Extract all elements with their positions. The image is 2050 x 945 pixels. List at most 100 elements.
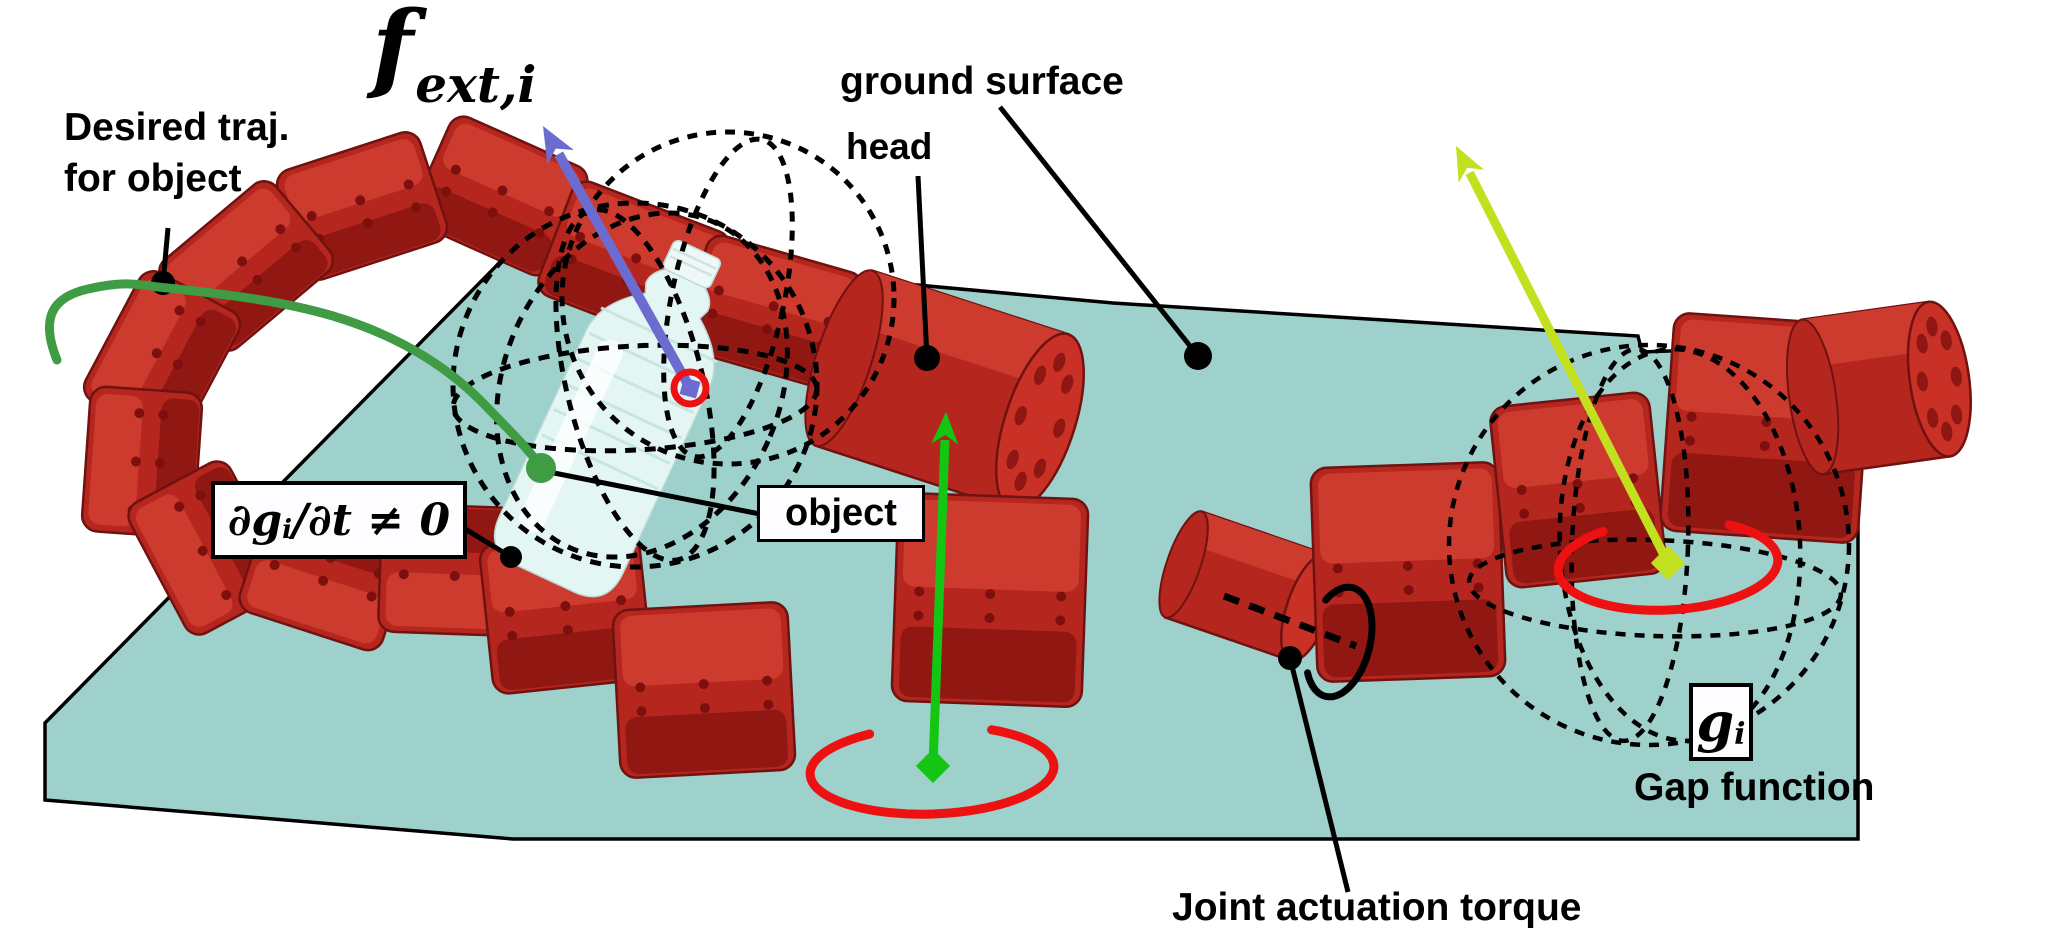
module-hole xyxy=(707,308,718,319)
module-top-face xyxy=(135,494,233,627)
joint-actuation-torque-label: Joint actuation torque xyxy=(1172,886,1582,929)
contact-point-square xyxy=(679,377,701,399)
external-force-arrow-shaft xyxy=(554,151,695,391)
module-hole xyxy=(562,624,573,635)
module-hole xyxy=(275,224,286,235)
cylinder-back-cap xyxy=(1786,318,1840,476)
object-contact-sphere xyxy=(450,200,820,570)
module-hole xyxy=(698,679,709,690)
module-hole xyxy=(762,324,773,335)
module-hole xyxy=(507,630,518,641)
module-hole xyxy=(914,586,925,597)
gap-normal-arrow-head xyxy=(1456,146,1485,183)
module-side-face xyxy=(898,626,1077,703)
cap-hole xyxy=(1033,365,1047,385)
module-hole xyxy=(560,601,571,612)
object-label-box: object xyxy=(757,485,925,542)
gap-normal-arrow xyxy=(1456,146,1686,581)
module-hole xyxy=(195,316,206,327)
robot-module-cylinder xyxy=(804,269,1085,512)
bottle-cap-thread xyxy=(672,247,717,271)
desired-trajectory-label-line2: for object xyxy=(64,157,242,201)
external-force-subscript: ext,i xyxy=(415,55,537,114)
module-side-face xyxy=(1509,508,1659,584)
module-hole xyxy=(713,285,724,296)
head-contact-sphere-wire xyxy=(559,129,897,467)
module-hole xyxy=(635,682,646,693)
cap-hole xyxy=(1940,330,1952,351)
cap-hole xyxy=(1053,352,1066,372)
module-hole xyxy=(318,575,329,586)
module-hole xyxy=(411,202,422,213)
module-hole xyxy=(366,591,377,602)
module-hole xyxy=(1402,561,1413,572)
module-side-face xyxy=(418,187,552,272)
module-hole xyxy=(1519,508,1530,519)
joint-axis-dashed-line xyxy=(1222,592,1358,650)
rotation-arc-mid xyxy=(805,725,1059,819)
contact-point-ring xyxy=(670,368,710,408)
module-hole xyxy=(449,570,460,581)
module-hole xyxy=(1684,435,1695,446)
external-force-arrow xyxy=(543,126,695,391)
cap-hole xyxy=(1916,371,1929,392)
module-side-face xyxy=(305,203,441,277)
module-hole xyxy=(174,305,185,316)
cap-hole xyxy=(1033,458,1046,478)
cap-hole xyxy=(1916,333,1928,354)
module-top-face xyxy=(166,188,291,302)
gap-rate-g-symbol: g xyxy=(251,494,283,546)
desired-trajectory-label-line1: Desired traj. xyxy=(64,106,290,149)
module-hole xyxy=(1572,479,1583,490)
object-contact-sphere-wire xyxy=(450,342,820,454)
head-contact-sphere xyxy=(559,129,897,467)
bottle-cap xyxy=(662,239,722,289)
module-hole xyxy=(450,164,461,175)
module-hole xyxy=(616,595,627,606)
cap-hole xyxy=(1926,316,1938,337)
module-hole xyxy=(252,274,263,285)
ground-surface-leader-dot xyxy=(1184,342,1212,370)
module-side-face xyxy=(1322,599,1499,678)
module-hole xyxy=(158,409,169,420)
head-leader xyxy=(915,175,930,359)
module-side-face xyxy=(625,709,788,775)
gap-sphere-wire xyxy=(1446,342,1852,748)
joint-torque-leader xyxy=(1287,657,1351,893)
head-label: head xyxy=(846,126,933,167)
cap-hole xyxy=(1926,407,1939,428)
external-force-label: fext,i xyxy=(372,0,536,114)
trajectory-endpoint-dot xyxy=(526,453,556,483)
module-hole xyxy=(699,702,710,713)
module-hole xyxy=(237,256,248,267)
module-hole xyxy=(355,195,366,206)
object-normal-arrow-tail-diamond xyxy=(915,748,951,784)
cap-hole xyxy=(1014,471,1027,491)
module-hole xyxy=(172,359,183,370)
cap-hole xyxy=(1014,405,1027,426)
gap-rate-partial-sign: ∂ xyxy=(227,494,252,546)
module-hole xyxy=(534,228,545,239)
object-normal-arrow-head xyxy=(931,412,959,445)
cylinder-back-cap xyxy=(1158,510,1209,619)
cylinder-back-cap xyxy=(804,269,884,448)
module-hole xyxy=(497,185,508,196)
robot-module xyxy=(611,601,797,779)
module-side-face xyxy=(496,626,645,691)
module-hole xyxy=(195,490,206,501)
module-hole xyxy=(441,186,452,197)
module-top-face xyxy=(88,393,143,527)
module-hole xyxy=(131,456,142,467)
module-hole xyxy=(487,207,498,218)
module-hole xyxy=(1759,440,1770,451)
module-hole xyxy=(636,706,647,717)
module-hole xyxy=(1516,484,1527,495)
joint-torque-leader-dot xyxy=(1278,646,1302,670)
module-hole xyxy=(1403,584,1414,595)
module-hole xyxy=(134,408,145,419)
module-hole xyxy=(1686,411,1697,422)
module-hole xyxy=(197,545,208,556)
head-leader-dot xyxy=(914,345,940,371)
